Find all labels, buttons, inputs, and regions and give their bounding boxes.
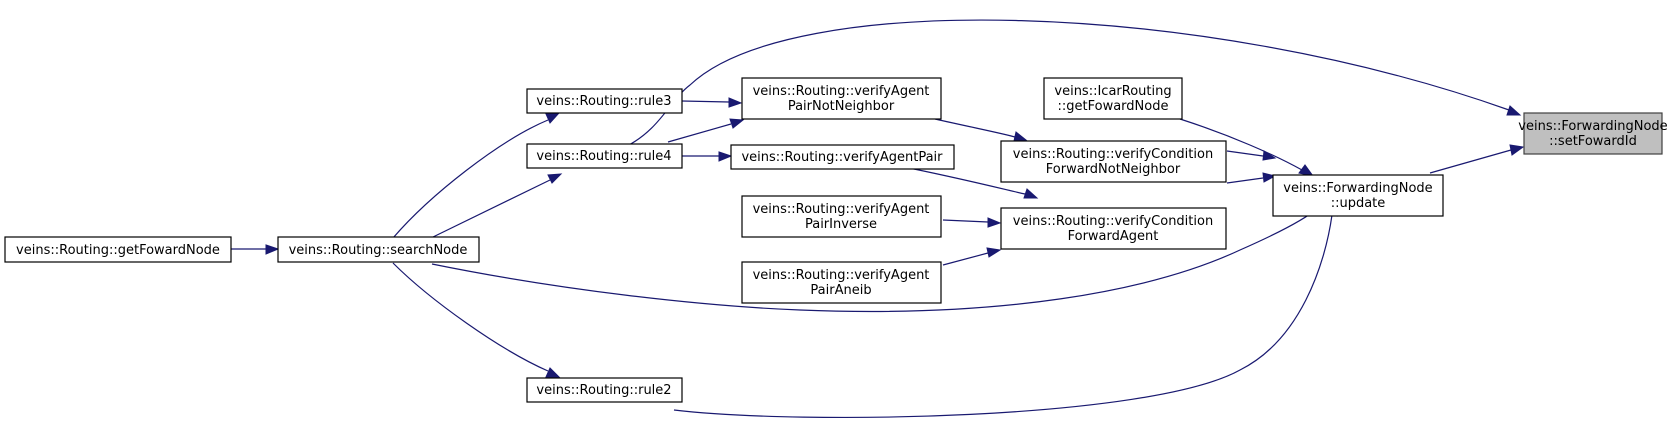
node-label: ::setFowardId [1549, 134, 1637, 149]
arrowhead-icon [1023, 188, 1039, 199]
node-label: veins::ForwardingNode [1283, 181, 1432, 196]
arrowhead-icon [545, 367, 561, 378]
node-label: ::getFowardNode [1058, 99, 1169, 114]
node-label: veins::Routing::rule4 [536, 149, 671, 164]
node-routing-getfowardnode[interactable]: veins::Routing::getFowardNode [4, 236, 232, 263]
arrowhead-icon [547, 173, 563, 184]
arrowhead-icon [729, 118, 745, 129]
arrowhead-icon [1506, 105, 1522, 116]
node-routing-verifyagent-pairaneib[interactable]: veins::Routing::verifyAgent PairAneib [741, 261, 942, 304]
node-label: veins::Routing::searchNode [289, 243, 468, 258]
node-routing-verifyagent-pairnotneighbor[interactable]: veins::Routing::verifyAgent PairNotNeigh… [741, 77, 942, 120]
node-label: PairNotNeighbor [788, 99, 895, 114]
arrowhead-icon [1509, 144, 1525, 156]
node-label: veins::Routing::rule2 [536, 383, 671, 398]
node-label: veins::Routing::getFowardNode [16, 243, 220, 258]
edge-ap-to-cfa [898, 165, 1026, 195]
arrowhead-icon [545, 112, 561, 124]
arrowhead-icon [986, 247, 1002, 258]
arrowhead-icon [1262, 150, 1277, 161]
edge-update-to-setfowardid [1429, 149, 1512, 174]
edges [231, 19, 1525, 419]
edge-searchnode-to-rule2 [392, 262, 549, 372]
node-forwardingnode-update[interactable]: veins::ForwardingNode ::update [1272, 174, 1444, 217]
edge-cfa-to-update [1226, 177, 1264, 184]
edge-rule3-to-apnn [681, 100, 730, 103]
node-routing-searchnode[interactable]: veins::Routing::searchNode [277, 236, 480, 263]
edge-searchnode-to-rule3 [392, 119, 549, 239]
node-forwardingnode-setfowardid[interactable]: veins::ForwardingNode ::setFowardId [1518, 112, 1667, 155]
node-label: veins::Routing::verifyAgent [753, 202, 930, 217]
node-label: veins::Routing::verifyAgentPair [741, 150, 943, 165]
edge-rule2-to-update [673, 214, 1333, 419]
node-label: PairInverse [805, 217, 877, 232]
node-label: veins::Routing::verifyCondition [1013, 214, 1213, 229]
node-icarrouting-getfowardnode[interactable]: veins::IcarRouting ::getFowardNode [1043, 77, 1183, 120]
arrowhead-icon [1262, 172, 1277, 183]
node-routing-verifycondition-forwardagent[interactable]: veins::Routing::verifyCondition ForwardA… [1000, 207, 1227, 250]
node-label: ForwardAgent [1068, 229, 1159, 244]
nodes: veins::ForwardingNode ::setFowardId vein… [4, 77, 1667, 403]
node-label: veins::Routing::verifyAgent [753, 268, 930, 283]
edge-apa-to-cfa [942, 252, 989, 266]
edge-icar-to-update [1179, 118, 1303, 171]
node-label: veins::Routing::verifyAgent [753, 84, 930, 99]
arrowhead-icon [1013, 131, 1028, 142]
node-routing-verifycondition-forwardnotneighbor[interactable]: veins::Routing::verifyCondition ForwardN… [1000, 140, 1227, 183]
edge-apnn-to-cfnn [934, 118, 1016, 138]
arrowhead-icon [728, 97, 743, 108]
node-routing-rule2[interactable]: veins::Routing::rule2 [526, 377, 683, 403]
edge-searchnode-to-update [431, 207, 1319, 313]
node-routing-verifyagent-pairinverse[interactable]: veins::Routing::verifyAgent PairInverse [741, 195, 942, 238]
node-routing-rule4[interactable]: veins::Routing::rule4 [526, 143, 683, 169]
arrowhead-icon [718, 151, 733, 162]
node-label: veins::IcarRouting [1054, 84, 1171, 99]
node-label: ::update [1331, 196, 1386, 211]
edge-api-to-cfa [942, 219, 989, 223]
arrowhead-icon [1298, 164, 1315, 177]
edge-searchnode-to-rule4 [432, 179, 551, 238]
node-routing-rule3[interactable]: veins::Routing::rule3 [526, 88, 683, 114]
node-label: veins::Routing::verifyCondition [1013, 147, 1213, 162]
node-label: veins::Routing::rule3 [536, 94, 671, 109]
edge-cfnn-to-update [1226, 150, 1264, 157]
edge-rule4-to-apnn [667, 123, 732, 143]
arrowhead-icon [265, 244, 280, 255]
node-label: veins::ForwardingNode [1518, 119, 1667, 134]
node-label: PairAneib [810, 283, 871, 298]
node-routing-verifyagentpair[interactable]: veins::Routing::verifyAgentPair [730, 144, 955, 170]
node-label: ForwardNotNeighbor [1046, 162, 1181, 177]
arrowhead-icon [987, 217, 1002, 228]
